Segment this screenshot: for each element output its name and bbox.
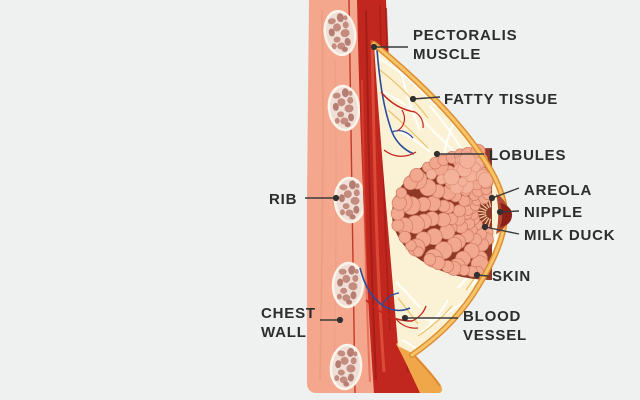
label-nipple: NIPPLE <box>524 204 583 221</box>
nipple-shape <box>500 203 512 227</box>
lobules-bubbles <box>390 143 494 278</box>
label-chest-wall-line2: WALL <box>261 324 307 341</box>
label-areola: AREOLA <box>524 182 593 199</box>
label-chest-wall-line1: CHEST <box>261 305 316 322</box>
label-chest-wall: CHEST WALL <box>261 304 316 342</box>
label-rib: RIB <box>269 191 298 208</box>
label-blood-vessel-line2: VESSEL <box>463 327 527 344</box>
label-lobules: LOBULES <box>489 147 567 164</box>
leader-lines <box>305 46 520 321</box>
label-blood-vessel: BLOOD VESSEL <box>463 307 527 345</box>
label-milk-duck: MILK DUCK <box>524 227 616 244</box>
blood-vessels <box>359 49 427 329</box>
rib-cross-section <box>332 176 368 224</box>
label-pectoralis-muscle-line1: PECTORALIS <box>413 27 518 44</box>
rib-cross-section <box>330 260 366 310</box>
leader-dots <box>332 43 504 324</box>
label-blood-vessel-line1: BLOOD <box>463 308 522 325</box>
label-pectoralis-muscle: PECTORALIS MUSCLE <box>413 26 517 64</box>
label-pectoralis-muscle-line2: MUSCLE <box>413 46 482 63</box>
breast <box>359 41 512 358</box>
label-skin: SKIN <box>492 268 532 285</box>
label-fatty-tissue: FATTY TISSUE <box>444 91 559 108</box>
